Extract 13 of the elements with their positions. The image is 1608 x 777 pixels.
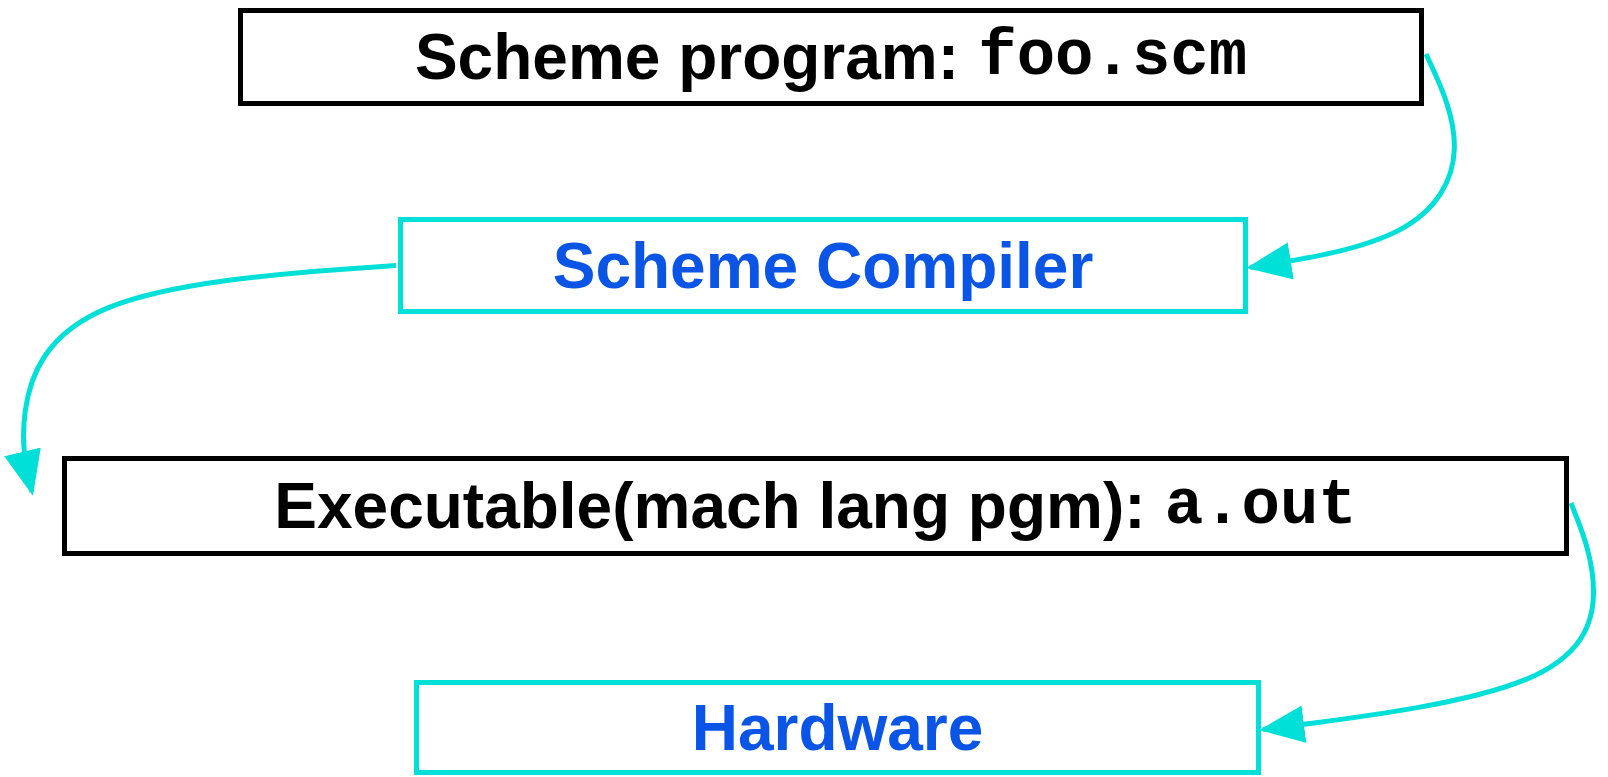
- box-label: Executable(mach lang pgm):: [274, 469, 1146, 543]
- file-name: a.out: [1164, 470, 1357, 542]
- box-label: Scheme program:: [414, 20, 960, 94]
- box-label: Hardware: [691, 690, 984, 765]
- arrow: [4, 263, 397, 496]
- box-label: Scheme Compiler: [552, 228, 1094, 303]
- process-box: [414, 680, 1261, 775]
- arrow: [1259, 502, 1596, 743]
- file-box: [238, 8, 1424, 106]
- file-box: [62, 456, 1569, 556]
- arrow: [1246, 52, 1457, 280]
- file-name: foo.scm: [978, 21, 1248, 93]
- process-box: [398, 217, 1248, 314]
